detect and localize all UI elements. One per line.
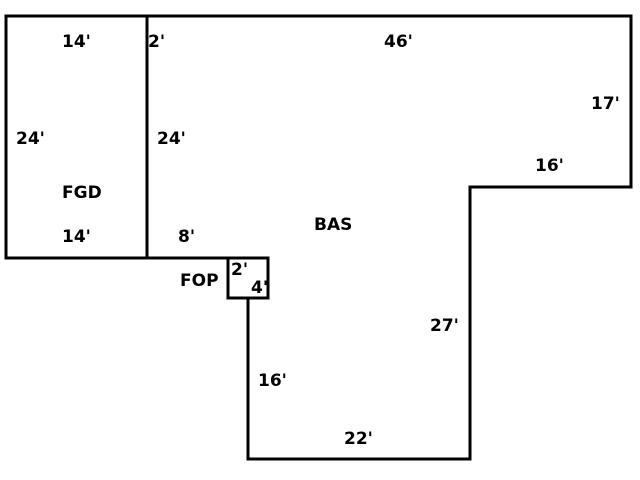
porch-width-dimension: 2' <box>231 260 249 280</box>
right-upper-dimension: 17' <box>591 94 620 114</box>
garage-area-label: FGD <box>62 183 102 203</box>
mid-step-dimension: 8' <box>178 227 196 247</box>
porch-depth-dimension: 4' <box>251 278 269 298</box>
right-lower-dimension: 27' <box>430 316 459 336</box>
garage-bottom-dimension: 14' <box>62 227 91 247</box>
porch-area-label: FOP <box>180 271 219 291</box>
top-dimension: 46' <box>384 32 413 52</box>
top-jog-dimension: 2' <box>148 32 166 52</box>
left-lower-dimension: 16' <box>258 371 287 391</box>
right-step-dimension: 16' <box>535 156 564 176</box>
base-area-label: BAS <box>314 215 353 235</box>
garage-right-dimension: 24' <box>157 129 186 149</box>
bottom-dimension: 22' <box>344 429 373 449</box>
garage-top-dimension: 14' <box>62 32 91 52</box>
porch-box <box>226 256 270 300</box>
garage-left-dimension: 24' <box>16 129 45 149</box>
